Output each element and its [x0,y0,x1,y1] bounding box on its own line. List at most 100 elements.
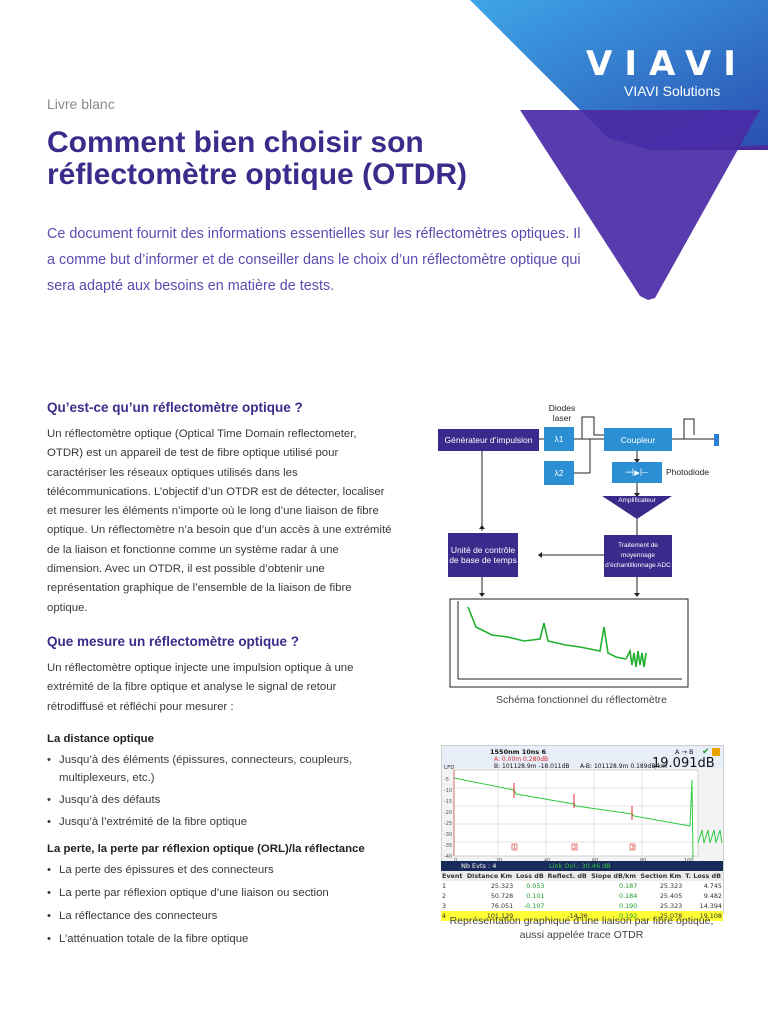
table-cell: 14.394 [699,902,722,910]
list-item: L’atténuation totale de la fibre optique [47,930,392,948]
y-tick: -5 [444,777,449,783]
link-summary: Link Ovl.: 30.46 dB [549,862,611,870]
diagram-caption: Schéma fonctionnel du réflectomètre [495,694,667,706]
pulse-generator-block: Générateur d’impulsion [438,429,539,451]
table-cell: 0.053 [526,882,545,890]
amplifier-label: Amplificateur [618,497,656,504]
list-item: La perte par réflexion optique d’une lia… [47,884,392,902]
otdr-caption: Représentation graphique d’une liaison p… [449,915,714,941]
deco-triangle-front [520,110,760,300]
event-marker: 1 [513,845,516,851]
otdr-event-table: Event Distance Km Loss dB Reflect. dB Sl… [441,871,723,921]
table-cell: 0.190 [619,902,638,910]
x-tick: 20 [496,858,502,863]
photodiode-icon: ⊣▸⊢ [612,462,662,483]
table-cell: 25.323 [490,882,514,890]
table-cell: 25.405 [659,892,683,900]
table-cell: 25.323 [659,902,683,910]
event-marker: 2 [573,845,576,851]
table-cell: 0.192 [619,912,638,920]
intro-paragraph: Ce document fournit des informations ess… [47,226,581,294]
table-header: Reflect. dB [547,872,587,880]
page-title: Comment bien choisir son réflectomètre o… [47,126,468,191]
timebase-block: Unité de contrôle de base de temps [448,533,518,577]
coupler-block: Coupleur [604,428,672,451]
y-tick: -30 [444,832,452,838]
list-item: Jusqu’à des défauts [47,791,392,809]
otdr-marker-a: A: 0.00m 0.280dB [494,756,549,763]
table-header: Slope dB/km [591,872,637,880]
table-header: Event [442,872,463,880]
left-column: Qu’est-ce qu’un réflectomètre optique ? … [47,400,392,948]
brand-subtitle: VIAVI Solutions [624,83,721,99]
table-cell: 0.184 [619,892,638,900]
event-marker: 3 [631,845,634,851]
list-item: La réflectance des connecteurs [47,907,392,925]
table-cell: 9.482 [703,892,722,900]
otdr-block-diagram: Générateur d’impulsion Diodes laser λ1 λ… [430,395,730,695]
otdr-lfd: LFD [444,765,455,771]
table-cell: 4 [442,912,447,920]
table-cell: 2 [442,892,447,900]
processing-block: Traitement de moyennage d’échantillonnag… [604,535,672,577]
table-cell [545,881,588,891]
otdr-summary-bar: Nb Evts : 4 Link Ovl.: 30.46 dB [441,861,723,871]
table-cell: 0.101 [526,892,545,900]
table-row[interactable]: 1 25.323 0.053 0.187 25.323 4.745 [441,881,723,891]
list-item: La perte des épissures et des connecteur… [47,861,392,879]
table-cell: 1 [442,882,447,890]
table-cell: 4.745 [703,882,722,890]
table-header: Loss dB [515,872,544,880]
list-item: Jusqu’à des éléments (épissures, connect… [47,751,392,787]
table-row-selected[interactable]: 4 101.129 -14.36 0.192 25.078 19.108 [441,911,723,921]
laser-diodes-label: Diodes laser [548,403,576,423]
x-tick: 60 [592,858,598,863]
check-icon: ✔ [702,747,710,757]
sub2-heading: La perte, la perte par réflexion optique… [47,842,365,855]
document-type: Livre blanc [47,96,115,112]
table-header: Distance Km [466,872,513,880]
table-row[interactable]: 3 76.051 -0.107 0.190 25.323 14.394 [441,901,723,911]
otdr-marker-ab: A-B: 101128.9m 0.189dB/km [580,763,667,770]
list-item: Jusqu’à l’extrémité de la fibre optique [47,813,392,831]
x-tick: 80 [640,858,646,863]
laser-diode-1: λ1 [544,427,574,451]
table-row[interactable]: 2 50.728 0.101 0.184 25.405 9.482 [441,891,723,901]
otdr-header-info: 1550nm 10ns 6 [490,748,547,756]
y-tick: -15 [444,799,452,805]
y-tick: -25 [444,821,452,827]
laser2-label: λ2 [554,468,564,478]
y-tick: -20 [444,810,452,816]
table-cell: 3 [442,902,447,910]
sub2-list: La perte des épissures et des connecteur… [47,861,392,948]
table-header: Section Km [640,872,682,880]
sub1-list: Jusqu’à des éléments (épissures, connect… [47,751,392,831]
section1-heading: Qu’est-ce qu’un réflectomètre optique ? [47,400,303,415]
table-cell: 101.129 [486,912,514,920]
warning-icon [712,748,720,756]
x-tick: 40 [544,858,550,863]
otdr-big-value: 19.091dB [652,756,715,771]
table-cell: -14.36 [567,912,588,920]
table-cell: -0.107 [523,902,545,910]
table-cell: 0.187 [619,882,638,890]
sub1-heading: La distance optique [47,732,154,745]
section2-heading: Que mesure un réflectomètre optique ? [47,633,300,649]
otdr-nav: A → B [675,748,694,756]
events-count: Nb Evts : 4 [461,862,497,870]
diagram-connectors [449,416,719,688]
table-cell: 50.728 [490,892,514,900]
otdr-header [442,746,723,768]
table-header-row: Event Distance Km Loss dB Reflect. dB Sl… [441,871,723,881]
table-cell: 19.108 [699,912,722,920]
y-tick: -35 [444,843,452,849]
table-cell [545,891,588,901]
table-cell [545,901,588,911]
y-tick: -10 [444,788,452,794]
x-tick: 0 [454,858,457,863]
table-cell: 76.051 [490,902,514,910]
laser1-label: λ1 [554,434,564,444]
photodiode-label: Photodiode [666,467,710,477]
table-header: T. Loss dB [685,872,721,880]
section1-body: Un réflectomètre optique (Optical Time D… [47,428,392,614]
